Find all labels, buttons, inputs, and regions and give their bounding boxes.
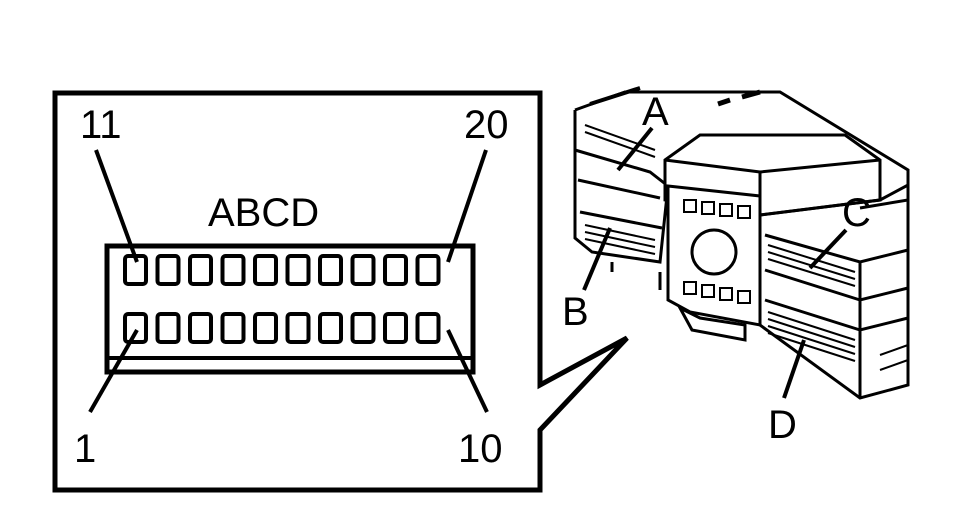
pin-grid xyxy=(123,254,441,344)
connector-label-c: C xyxy=(842,191,871,235)
pin-cavity xyxy=(188,254,213,286)
leader-pin-1 xyxy=(88,329,139,413)
pin-label-10: 10 xyxy=(458,427,503,471)
leader-c xyxy=(808,228,848,270)
pin-cavity xyxy=(285,312,311,344)
pin-cavity xyxy=(383,254,408,286)
letter-leader-lines xyxy=(582,126,848,399)
leader-pin-20 xyxy=(446,149,488,263)
connector-face xyxy=(104,243,476,375)
pin-cavity xyxy=(415,312,441,344)
pin-label-11: 11 xyxy=(80,103,122,147)
pin-cavity xyxy=(285,254,311,286)
connector-label-d: D xyxy=(768,403,797,447)
connector-block-illustration xyxy=(573,86,910,400)
leader-d xyxy=(782,339,806,399)
pin-cavity xyxy=(220,312,246,344)
pin-label-1: 1 xyxy=(74,427,96,471)
pin-cavity xyxy=(123,312,148,344)
pin-label-20: 20 xyxy=(464,103,509,147)
pin-cavity xyxy=(253,254,278,286)
pin-cavity xyxy=(220,254,246,286)
left-module xyxy=(573,110,670,264)
pin-cavity xyxy=(318,254,343,286)
leader-pin-11 xyxy=(94,149,139,263)
pin-cavity xyxy=(383,312,408,344)
pin-cavity xyxy=(415,254,441,286)
pin-cavity xyxy=(318,312,343,344)
pin-cavity xyxy=(155,254,181,286)
leader-b xyxy=(582,227,612,291)
pin-cavity xyxy=(350,312,376,344)
pin-cavity xyxy=(253,312,278,344)
lock-hole xyxy=(690,228,738,276)
pin-cavity xyxy=(188,312,213,344)
pin-cavity xyxy=(350,254,376,286)
connector-face-label: ABCD xyxy=(208,191,319,235)
leader-pin-10 xyxy=(446,329,489,413)
connector-label-b: B xyxy=(562,290,589,334)
right-module xyxy=(759,182,910,400)
pin-cavity xyxy=(155,312,181,344)
inset-callout-frame xyxy=(52,90,629,493)
connector-label-a: A xyxy=(642,90,669,134)
pin-leader-lines xyxy=(88,149,489,413)
leader-a xyxy=(616,126,654,172)
